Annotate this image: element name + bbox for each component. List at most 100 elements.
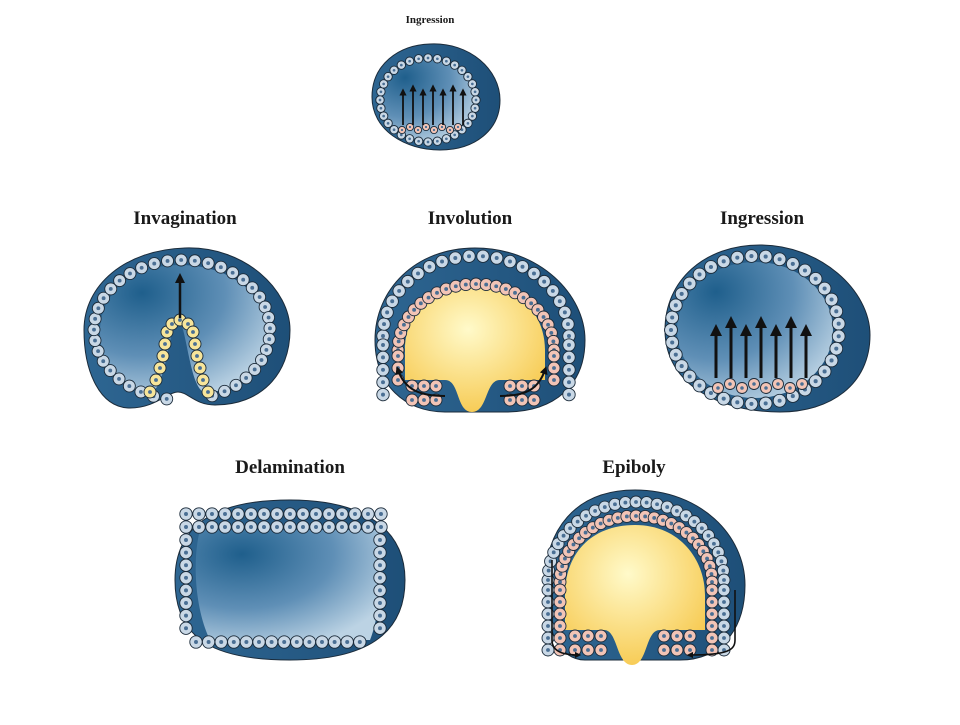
cell-nucleus [583, 530, 588, 535]
cell-nucleus [378, 588, 382, 593]
cell-nucleus [453, 133, 457, 137]
cell-nucleus [108, 286, 113, 291]
cell-nucleus [460, 68, 464, 72]
cell-nucleus [673, 352, 678, 357]
ingression-embryo [664, 244, 871, 413]
cell-nucleus [158, 366, 162, 370]
cell-nucleus [426, 140, 430, 144]
cell-nucleus [607, 518, 611, 523]
cell-nucleus [426, 56, 430, 60]
cell-nucleus [708, 264, 714, 270]
cell-nucleus [436, 139, 439, 143]
cell-nucleus [558, 624, 562, 628]
cell-nucleus [679, 364, 684, 369]
cell-nucleus [165, 259, 170, 263]
cell-nucleus [165, 330, 169, 334]
cell-nucleus [692, 519, 697, 524]
cell-nucleus [513, 290, 517, 295]
cell-nucleus [532, 398, 536, 402]
cell-nucleus [520, 384, 524, 388]
cell-nucleus [101, 296, 106, 301]
label-involution: Involution [427, 208, 513, 229]
cell-nucleus [699, 526, 704, 531]
cell-nucleus [735, 255, 740, 260]
cell-nucleus [340, 512, 344, 516]
cell-nucleus [434, 384, 438, 388]
cell-nucleus [521, 295, 526, 300]
cell-nucleus [262, 525, 266, 529]
cell-nucleus [194, 640, 198, 644]
cell-nucleus [288, 512, 292, 516]
label-epiboly: Epiboly [602, 457, 666, 478]
cell-nucleus [262, 512, 266, 516]
cell-nucleus [567, 367, 571, 372]
ingressing-cells [712, 378, 808, 394]
cell-nucleus [127, 384, 132, 389]
cell-nucleus [412, 307, 417, 312]
cell-nucleus [396, 378, 400, 382]
cell-nucleus [241, 277, 246, 282]
cell-nucleus [161, 354, 165, 358]
cell-nucleus [829, 358, 834, 363]
ingressing-cells [397, 122, 463, 135]
cell-nucleus [436, 57, 439, 61]
cell-nucleus [301, 512, 305, 516]
cell-nucleus [399, 133, 403, 137]
cell-nucleus [494, 284, 499, 289]
label-invagination: Invagination [133, 208, 237, 229]
cell-nucleus [549, 330, 554, 335]
ectoderm-cell-ring [376, 249, 576, 402]
cell-nucleus [563, 556, 567, 561]
cell-nucleus [674, 509, 679, 513]
cell-nucleus [684, 513, 688, 518]
cell-nucleus [396, 354, 400, 358]
migration-arrows [710, 316, 812, 378]
cell-nucleus [197, 525, 201, 529]
cell-nucleus [230, 270, 235, 275]
cell-nucleus [644, 500, 649, 505]
cell-nucleus [417, 139, 420, 143]
cell-nucleus [670, 340, 675, 345]
cell-nucleus [191, 330, 195, 334]
cell-nucleus [586, 634, 590, 638]
cell-nucleus [288, 525, 292, 529]
cell-nucleus [721, 568, 726, 573]
cell-nucleus [634, 514, 638, 518]
cell-nucleus [675, 648, 679, 652]
cell-nucleus [777, 398, 782, 403]
cell-layers [541, 495, 731, 657]
cell-nucleus [435, 290, 439, 295]
cell-nucleus [790, 261, 795, 266]
cell-nucleus [566, 549, 571, 554]
cell-nucleus [829, 297, 834, 302]
cell-nucleus [418, 301, 423, 306]
cell-nucleus [690, 536, 695, 541]
cell-nucleus [577, 536, 582, 541]
cell-nucleus [764, 386, 768, 390]
cell-nucleus [219, 640, 224, 644]
cell-nucleus [184, 588, 188, 593]
blastocoel [382, 60, 474, 140]
cell-nucleus [427, 264, 432, 269]
cell-nucleus [400, 128, 404, 132]
cell-nucleus [593, 509, 598, 513]
cell-nucleus [722, 588, 726, 592]
cell-nucleus [735, 400, 740, 405]
cell-nucleus [710, 588, 714, 592]
cell-nucleus [263, 305, 268, 309]
cell-nucleus [752, 382, 756, 386]
cell-nucleus [96, 306, 101, 311]
cell-nucleus [687, 374, 692, 379]
cell-nucleus [471, 114, 474, 118]
cell-nucleus [598, 521, 603, 526]
cell-nucleus [275, 512, 279, 516]
yolk-blastocoel [405, 285, 545, 412]
label-ingression: Ingression [719, 208, 805, 229]
cell-nucleus [508, 384, 512, 388]
cell-nucleus [558, 580, 562, 584]
cell-nucleus [822, 369, 827, 374]
cell-nucleus [684, 530, 689, 535]
cell-nucleus [444, 287, 449, 291]
cell-nucleus [721, 259, 726, 264]
cell-nucleus [184, 563, 188, 568]
